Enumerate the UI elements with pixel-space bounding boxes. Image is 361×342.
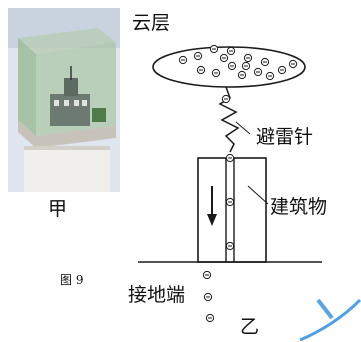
cloud-charge	[193, 51, 203, 61]
building-label: 建筑物	[270, 196, 328, 218]
cloud-label: 云层	[132, 12, 171, 34]
cloud-charge	[243, 53, 253, 63]
path-charge	[225, 197, 235, 207]
cloud-charge	[277, 65, 287, 75]
figure-label: 图 9	[60, 273, 84, 287]
path-charge	[202, 270, 212, 280]
cloud-charge	[211, 68, 221, 78]
panel-a-label: 甲	[48, 198, 68, 220]
case-top	[18, 28, 116, 54]
cloud-charge	[265, 71, 275, 81]
cloud-charge	[237, 70, 247, 80]
path-charge	[203, 292, 213, 302]
cloud-charge	[253, 67, 263, 77]
watermark-mark	[316, 298, 334, 320]
cloud-charge	[227, 61, 237, 71]
cloud-charge	[260, 57, 270, 67]
cloud-charge	[226, 46, 236, 56]
building-leader	[247, 185, 269, 205]
cloud-charge	[219, 53, 229, 63]
cloud-layer	[152, 46, 306, 88]
cloud-charges	[178, 44, 298, 81]
path-charge	[225, 153, 235, 163]
cloud-charge	[196, 65, 206, 75]
display-case-photo	[8, 8, 120, 192]
cloud-charge	[241, 61, 251, 71]
ground-terminal-label: 接地端	[128, 284, 186, 306]
case-base	[18, 120, 116, 148]
current-arrow-head	[207, 214, 217, 226]
cloud-charge	[288, 59, 298, 69]
rod-leader	[235, 121, 251, 135]
watermark-arc	[299, 298, 361, 342]
path-charge	[205, 313, 215, 323]
path-charge	[225, 241, 235, 251]
cloud-charge	[209, 44, 219, 54]
case-left-glass	[18, 38, 36, 136]
cloud-charge	[178, 55, 188, 65]
panel-b-label: 乙	[240, 316, 260, 338]
pedestal	[24, 146, 110, 192]
path-charges	[202, 94, 235, 323]
model-building	[50, 94, 90, 126]
path-charge	[221, 94, 231, 104]
rod-label: 避雷针	[256, 126, 314, 148]
